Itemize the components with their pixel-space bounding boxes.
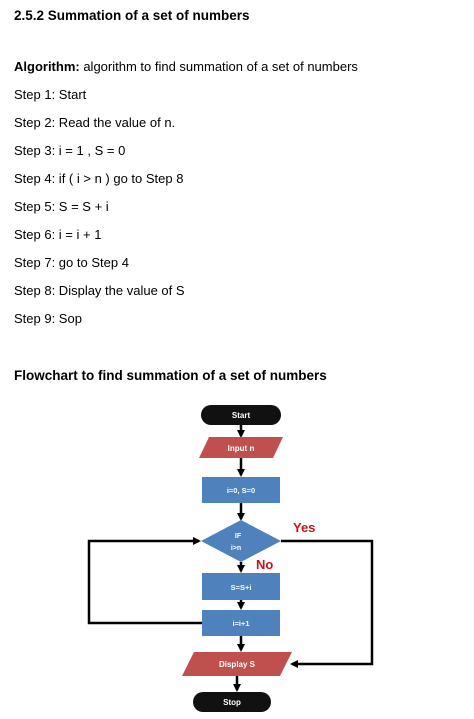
yes-path-line: [281, 539, 374, 668]
step-5: Step 5: S = S + i: [14, 199, 109, 214]
step-2: Step 2: Read the value of n.: [14, 115, 176, 130]
increment-process: [202, 610, 280, 636]
input-parallelogram: [199, 437, 283, 458]
flowchart-title: Flowchart to find summation of a set of …: [14, 368, 327, 383]
algorithm-line: Algorithm: algorithm to find summation o…: [14, 59, 358, 74]
step-1: Step 1: Start: [14, 87, 87, 102]
start-terminal: [201, 405, 281, 425]
init-process: [202, 477, 280, 503]
section-title: 2.5.2 Summation of a set of numbers: [14, 8, 250, 23]
input-label: Input n: [228, 444, 255, 453]
display-label: Display S: [219, 660, 256, 669]
sum-process: [202, 573, 280, 600]
decision-diamond: [201, 520, 281, 562]
step-9: Step 9: Sop: [14, 311, 82, 326]
loop-back-line: [87, 537, 202, 625]
stop-label: Stop: [223, 698, 241, 707]
step-3: Step 3: i = 1 , S = 0: [14, 143, 126, 158]
algorithm-label: Algorithm:: [14, 59, 80, 74]
yes-label: Yes: [293, 520, 315, 535]
step-7: Step 7: go to Step 4: [14, 255, 129, 270]
init-label: i=0, S=0: [227, 486, 255, 495]
stop-terminal: [193, 692, 271, 712]
no-label: No: [256, 557, 273, 572]
start-label: Start: [232, 411, 251, 420]
decision-label-if: IF: [235, 533, 242, 540]
step-4: Step 4: if ( i > n ) go to Step 8: [14, 171, 184, 186]
increment-label: i=i+1: [232, 619, 249, 628]
step-8: Step 8: Display the value of S: [14, 283, 185, 298]
step-6: Step 6: i = i + 1: [14, 227, 102, 242]
algorithm-description: algorithm to find summation of a set of …: [79, 59, 358, 74]
display-parallelogram: [182, 652, 292, 676]
decision-label-condition: i>n: [231, 545, 241, 552]
sum-label: S=S+i: [231, 583, 252, 592]
